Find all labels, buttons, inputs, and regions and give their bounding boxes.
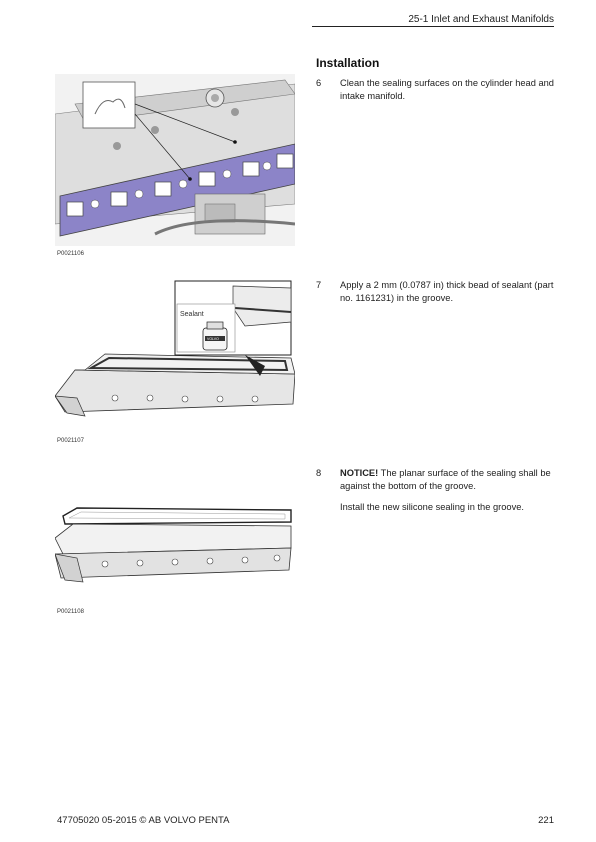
manifold-silicone-seal-illustration	[55, 507, 292, 583]
step-number: 6	[316, 78, 322, 88]
tube-label: VOLVO	[207, 337, 219, 341]
figure-id: P0021108	[57, 609, 84, 615]
step-text: Install the new silicone sealing in the …	[340, 502, 524, 512]
step-8: 8 NOTICE! The planar surface of the seal…	[316, 467, 556, 523]
figure-manifold-seal	[55, 498, 295, 584]
step-6: 6 Clean the sealing surfaces on the cyli…	[316, 77, 556, 111]
section-title: Installation	[316, 56, 380, 70]
figure-id: P0021107	[57, 438, 84, 444]
notice-label: NOTICE!	[340, 468, 379, 478]
notice-paragraph: NOTICE! The planar surface of the sealin…	[340, 467, 556, 492]
step-text: Clean the sealing surfaces on the cylind…	[340, 78, 554, 101]
footer-page-number: 221	[538, 815, 554, 826]
step-number: 7	[316, 280, 322, 290]
step-text: Apply a 2 mm (0.0787 in) thick bead of s…	[340, 280, 554, 303]
figure-cylinder-head	[55, 74, 295, 246]
step-number: 8	[316, 468, 322, 478]
figure-id: P0021106	[57, 251, 84, 257]
page-header-title: 25-1 Inlet and Exhaust Manifolds	[408, 14, 554, 25]
figure-manifold-sealant: Sealant VOLVO	[55, 278, 295, 418]
manifold-sealant-illustration: Sealant VOLVO	[55, 280, 295, 417]
callout-label: Sealant	[180, 311, 204, 318]
notice-text: The planar surface of the sealing shall …	[340, 468, 551, 491]
footer-document-info: 47705020 05-2015 © AB VOLVO PENTA	[57, 815, 230, 826]
step-7: 7 Apply a 2 mm (0.0787 in) thick bead of…	[316, 279, 556, 313]
cylinder-head-gasket-illustration	[55, 74, 295, 246]
header-rule	[312, 26, 554, 27]
